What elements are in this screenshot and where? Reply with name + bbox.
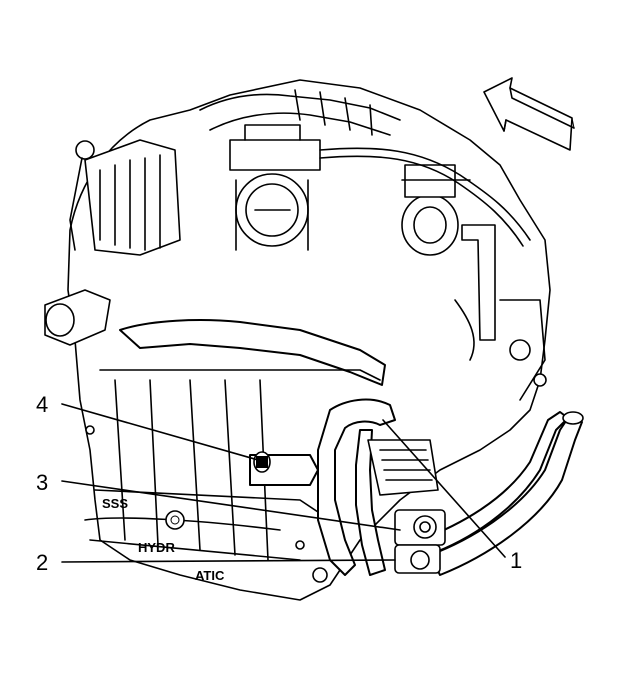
pan-marking-2: ATIC bbox=[195, 568, 225, 583]
callout-2: 2 bbox=[36, 550, 48, 575]
direction-arrow-icon bbox=[483, 77, 575, 151]
block-marking: SSS bbox=[102, 496, 128, 511]
callout-3: 3 bbox=[36, 470, 48, 495]
heater-hose-assembly bbox=[249, 398, 584, 576]
leader-lines bbox=[61, 403, 506, 563]
pan-marking-1: HYDR bbox=[138, 540, 175, 555]
leader-line-2 bbox=[61, 559, 396, 563]
leader-line-3 bbox=[61, 480, 401, 531]
callout-4: 4 bbox=[36, 392, 48, 417]
leader-line-1 bbox=[382, 419, 506, 558]
leader-line-4 bbox=[61, 403, 259, 461]
callout-1: 1 bbox=[510, 548, 522, 573]
